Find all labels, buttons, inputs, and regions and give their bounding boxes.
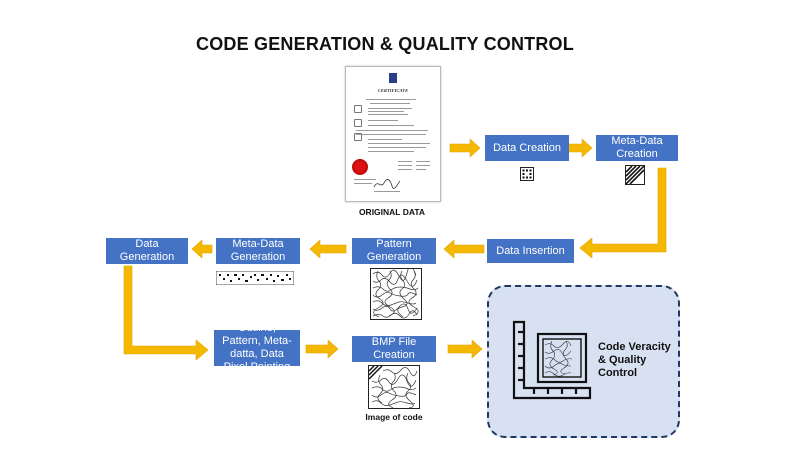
arrow-cert-to-data-creation xyxy=(449,138,481,158)
code-scanner-icon xyxy=(512,320,592,400)
certificate-heading: CERTIFICATE xyxy=(377,88,409,93)
arrow-pattern-to-meta-generation xyxy=(309,239,347,259)
data-creation-box: Data Creation xyxy=(485,135,569,161)
certificate-image: CERTIFICATE xyxy=(345,66,441,202)
page-title: CODE GENERATION & QUALITY CONTROL xyxy=(196,34,574,54)
image-of-code-caption: Image of code xyxy=(365,412,423,422)
outline-pattern-box: Outline, Pattern, Meta-datta, Data Pixel… xyxy=(214,322,300,373)
code-image xyxy=(368,365,420,409)
certificate-logo xyxy=(389,73,397,83)
pattern-generation-box: Pattern Generation xyxy=(352,238,436,264)
arrow-meta-creation-to-insertion xyxy=(579,167,667,259)
signature-icon xyxy=(373,179,401,189)
certificate-seal xyxy=(352,159,368,175)
data-generation-box: Data Generation xyxy=(106,238,188,264)
quality-control-label: Code Veracity & Quality Control xyxy=(598,341,671,379)
arrow-meta-generation-to-data-generation xyxy=(191,239,213,259)
arrow-outline-to-bmp xyxy=(305,339,339,359)
meta-stripes-icon xyxy=(625,165,645,185)
meta-barcode-strip xyxy=(216,271,294,285)
arrow-bmp-to-result xyxy=(447,339,483,359)
arrow-insertion-to-pattern xyxy=(443,239,485,259)
arrow-data-generation-to-outline xyxy=(123,265,209,361)
bmp-file-creation-box: BMP File Creation xyxy=(352,336,436,362)
arrow-data-to-meta-creation xyxy=(567,138,593,158)
original-data-caption: ORIGINAL DATA xyxy=(358,207,426,217)
meta-data-creation-box: Meta-Data Creation xyxy=(596,135,678,161)
quality-control-panel xyxy=(487,285,680,438)
data-dots-icon xyxy=(520,167,534,181)
meta-data-generation-box: Meta-Data Generation xyxy=(216,238,300,264)
data-insertion-box: Data Insertion xyxy=(487,239,574,263)
pattern-noise-image xyxy=(370,268,422,320)
